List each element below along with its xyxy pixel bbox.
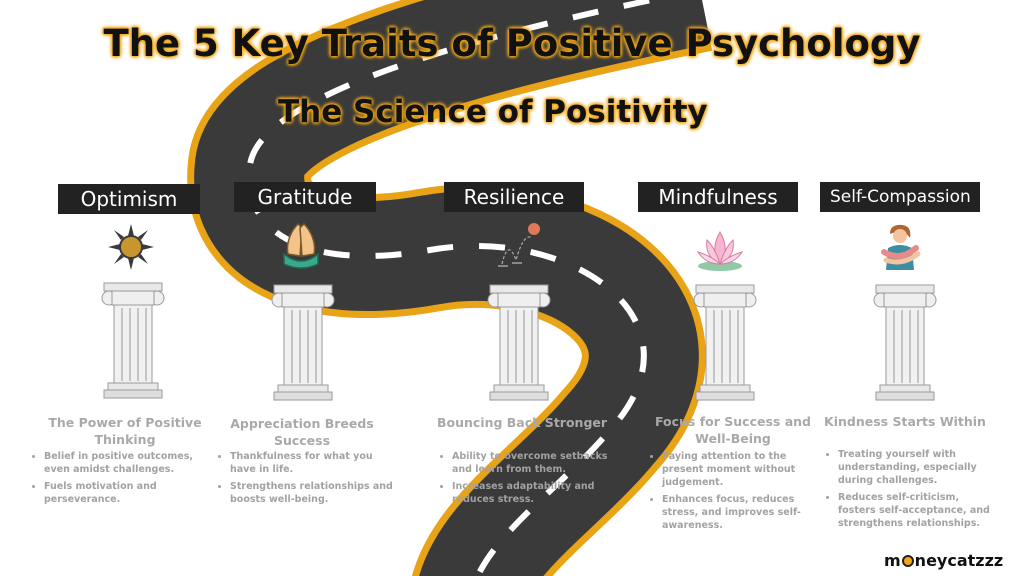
brand-o-mark bbox=[901, 555, 914, 567]
pillar-self-compassion bbox=[873, 284, 937, 401]
trait-label-optimism: Optimism bbox=[58, 184, 200, 214]
trait-bullets-self-compassion: Treating yourself with understanding, es… bbox=[826, 448, 998, 534]
pillar-mindfulness bbox=[693, 284, 757, 401]
trait-label-self-compassion: Self-Compassion bbox=[820, 182, 980, 212]
bouncing-ball-icon bbox=[498, 223, 540, 267]
self-hug-icon bbox=[881, 224, 921, 270]
bullet-item: Strengthens relationships and boosts wel… bbox=[230, 480, 398, 506]
brand-text-end: neycatzzz bbox=[914, 551, 1004, 570]
praying-hands-icon bbox=[283, 222, 319, 269]
trait-heading-mindfulness: Focus for Success and Well-Being bbox=[655, 414, 811, 446]
trait-bullets-mindfulness: Paying attention to the present moment w… bbox=[650, 450, 812, 536]
trait-heading-resilience: Bouncing Back Stronger bbox=[436, 415, 608, 430]
brand-text-start: m bbox=[884, 551, 901, 570]
bullet-item: Increases adaptability and reduces stres… bbox=[452, 480, 614, 506]
bullet-item: Belief in positive outcomes, even amidst… bbox=[44, 450, 204, 476]
trait-label-gratitude: Gratitude bbox=[234, 182, 376, 212]
bullet-item: Paying attention to the present moment w… bbox=[662, 450, 812, 489]
trait-bullets-gratitude: Thankfulness for what you have in life. … bbox=[218, 450, 398, 510]
trait-bullets-resilience: Ability to overcome setbacks and learn f… bbox=[440, 450, 614, 510]
sun-icon bbox=[108, 224, 154, 270]
bullet-item: Thankfulness for what you have in life. bbox=[230, 450, 398, 476]
bullet-item: Ability to overcome setbacks and learn f… bbox=[452, 450, 614, 476]
page-title: The 5 Key Traits of Positive Psychology bbox=[103, 22, 921, 65]
trait-heading-self-compassion: Kindness Starts Within bbox=[824, 414, 986, 429]
trait-bullets-optimism: Belief in positive outcomes, even amidst… bbox=[32, 450, 204, 510]
page-subtitle: The Science of Positivity bbox=[278, 94, 708, 130]
pillar-resilience bbox=[487, 284, 551, 401]
trait-heading-optimism: The Power of Positive Thinking bbox=[48, 415, 202, 447]
bullet-item: Fuels motivation and perseverance. bbox=[44, 480, 204, 506]
trait-heading-gratitude: Appreciation Breeds Success bbox=[230, 416, 374, 448]
trait-label-mindfulness: Mindfulness bbox=[638, 182, 798, 212]
trait-label-resilience: Resilience bbox=[444, 182, 584, 212]
pillar-gratitude bbox=[271, 284, 335, 401]
pillar-optimism bbox=[101, 282, 165, 399]
lotus-icon bbox=[696, 231, 744, 271]
bullet-item: Enhances focus, reduces stress, and impr… bbox=[662, 493, 812, 532]
lane-marking bbox=[246, 0, 667, 576]
bullet-item: Reduces self-criticism, fosters self-acc… bbox=[838, 491, 998, 530]
brand-logo: m neycatzzz bbox=[884, 551, 1003, 570]
bullet-item: Treating yourself with understanding, es… bbox=[838, 448, 998, 487]
